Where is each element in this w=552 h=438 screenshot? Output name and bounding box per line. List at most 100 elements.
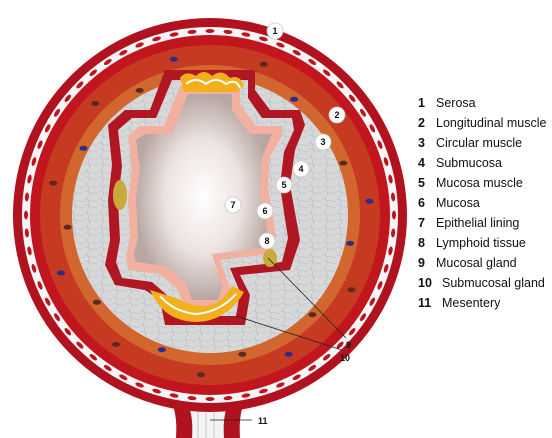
legend-number: 3	[418, 136, 425, 150]
callout-11: 11	[258, 416, 268, 426]
legend-number: 4	[418, 156, 425, 170]
legend-item: 4 Submucosa	[418, 153, 552, 173]
serosa-cell	[348, 327, 356, 336]
lymphoid-tissue-right	[263, 249, 277, 267]
legend-label: Longitudinal muscle	[436, 116, 547, 130]
mucosal-gland-bottom	[150, 286, 244, 322]
blood-vessel	[56, 270, 65, 276]
serosa-cell	[377, 140, 383, 149]
serosa-cell	[135, 382, 144, 388]
legend-label: Mucosa	[436, 196, 480, 210]
serosa-cell	[76, 81, 84, 89]
serosa-cell	[259, 388, 268, 394]
callout-5: 5	[275, 176, 293, 194]
serosa-cell	[377, 281, 383, 290]
serosa-cell	[31, 264, 37, 273]
serosa-cell	[391, 192, 396, 202]
lumen	[134, 94, 272, 300]
blood-vessel	[63, 224, 72, 230]
legend-number: 5	[418, 176, 425, 190]
callout-4: 4	[292, 160, 310, 178]
callout-9: 9	[346, 340, 351, 350]
svg-text:2: 2	[334, 110, 339, 120]
svg-text:8: 8	[264, 236, 269, 246]
legend-item: 5 Mucosa muscle	[418, 173, 552, 193]
serosa-cell	[119, 374, 128, 381]
legend-label: Mucosa muscle	[436, 176, 523, 190]
serosa-cell	[24, 228, 29, 238]
serosa-cell	[103, 58, 112, 66]
blood-vessel	[111, 341, 120, 347]
blood-vessel	[157, 347, 166, 353]
blood-vessel	[238, 351, 247, 357]
serosa-cell	[44, 297, 51, 306]
serosa-cell	[37, 140, 43, 149]
callout-8: 8	[258, 232, 276, 250]
callout-2: 2	[328, 106, 346, 124]
serosa-cell	[388, 246, 393, 256]
serosa-cell	[169, 32, 179, 37]
serosa-cell	[322, 69, 331, 77]
serosa-cell	[53, 108, 61, 117]
serosa-cell	[391, 228, 396, 238]
serosa-cell	[152, 36, 161, 42]
blood-vessel	[339, 160, 348, 166]
callout-3: 3	[314, 133, 332, 151]
blood-vessel	[196, 372, 205, 378]
callout-6: 6	[256, 202, 274, 220]
svg-text:5: 5	[281, 180, 286, 190]
svg-text:4: 4	[298, 164, 303, 174]
serosa-cell	[187, 396, 197, 401]
serosa-cells	[24, 29, 396, 401]
legend-label: Epithelial lining	[436, 216, 520, 230]
legend-item: 3 Circular muscle	[418, 133, 552, 153]
serosa-cell	[369, 124, 376, 133]
serosa-cell	[388, 174, 393, 184]
serosa-cell	[369, 297, 376, 306]
serosa-cell	[322, 353, 331, 361]
blood-vessel	[346, 240, 355, 246]
legend-number: 7	[418, 216, 425, 230]
serosa-cell	[152, 388, 161, 394]
svg-text:6: 6	[262, 206, 267, 216]
lymphoid-tissue-left	[113, 180, 127, 210]
blood-vessel	[135, 88, 144, 93]
serosa-cell	[31, 157, 37, 166]
serosa-cell	[135, 42, 144, 48]
serosa-cell	[89, 69, 98, 77]
serosa-cell	[292, 49, 301, 56]
serosa-cell	[348, 94, 356, 103]
blood-vessel	[49, 180, 58, 186]
mucosal-gland-top	[180, 72, 244, 92]
svg-text:1: 1	[272, 26, 277, 36]
serosa-cell	[89, 353, 98, 361]
serosa-cell	[64, 94, 72, 103]
legend-item: 7 Epithelial lining	[418, 213, 552, 233]
blood-vessel	[169, 56, 178, 62]
callout-1: 1	[266, 22, 284, 40]
serosa-cell	[392, 210, 396, 220]
serosa-cell	[359, 108, 367, 117]
legend-label: Mucosal gland	[436, 256, 517, 270]
callout-7: 7	[224, 196, 242, 214]
serosa-cell	[223, 396, 233, 401]
legend-number: 8	[418, 236, 425, 250]
serosa-cell	[383, 157, 389, 166]
legend-label: Lymphoid tissue	[436, 236, 526, 250]
serosa-cell	[308, 364, 317, 372]
blood-vessel	[290, 96, 299, 102]
blood-vessel	[259, 61, 268, 67]
leader-line-10	[235, 315, 343, 351]
legend-number: 10	[418, 276, 432, 290]
serosa-cell	[24, 210, 28, 220]
legend-label: Submucosa	[436, 156, 503, 170]
serosa-cell	[187, 29, 197, 34]
legend-label: Circular muscle	[436, 136, 523, 150]
svg-text:7: 7	[230, 200, 235, 210]
